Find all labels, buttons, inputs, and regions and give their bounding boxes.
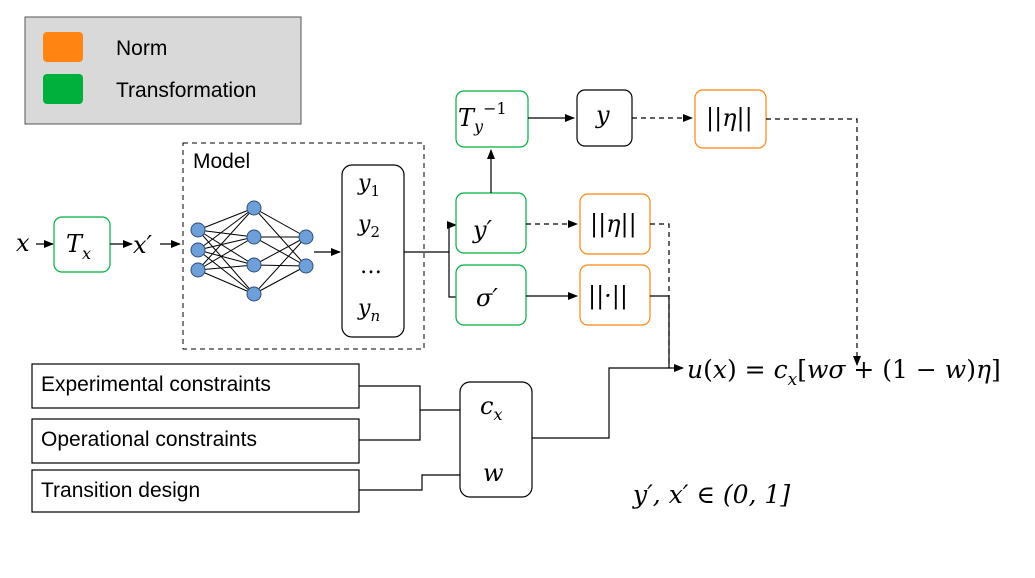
norm-dot-label: ||·||: [588, 282, 628, 311]
norm-eta-top-label: ||η||: [706, 104, 753, 133]
nn-neuron: [246, 200, 262, 216]
nn-neuron: [190, 222, 206, 238]
operational-constraints-box: [31, 418, 360, 464]
legend-transformation-label: Transformation: [116, 79, 256, 102]
constraints: Experimental constraints Operational con…: [31, 363, 360, 513]
w-label: w: [483, 459, 504, 487]
nn-edge: [197, 229, 255, 238]
operational-constraints-label: Operational constraints: [41, 428, 257, 451]
nn-edge: [197, 229, 255, 295]
sigma-prime-box: [455, 264, 527, 326]
nn-neuron: [190, 242, 206, 258]
nn-neuron: [190, 262, 206, 278]
x-prime-label: x′: [133, 231, 153, 259]
nn-edge: [197, 207, 255, 231]
nn-edge: [197, 229, 255, 266]
y-prime-label: y′: [472, 216, 493, 244]
nn-neuron: [298, 229, 314, 245]
transition-design-label: Transition design: [41, 479, 200, 502]
nn-edge: [197, 249, 255, 266]
legend: Norm Transformation: [24, 16, 302, 125]
nn-edge: [197, 264, 255, 271]
nn-edge: [197, 236, 255, 271]
nn-neuron: [246, 286, 262, 302]
nn-edge: [197, 249, 255, 295]
domain-note: y′, x′ ∈ (0, 1]: [632, 480, 790, 509]
transition-design-box: [31, 469, 360, 513]
legend-transformation-swatch: [43, 74, 83, 104]
input-x-label: x: [16, 229, 30, 257]
formula-connectors: [532, 118, 861, 439]
nn-neuron: [246, 257, 262, 273]
y-label: y: [595, 101, 610, 129]
formula: u(x) = cx[wσ + (1 − w)η]: [687, 355, 1001, 390]
norm-eta-mid-label: ||η||: [590, 210, 637, 239]
tx-label: Tx: [66, 230, 91, 263]
legend-norm-swatch: [43, 32, 83, 62]
nn-edge: [253, 265, 307, 295]
nn-edge: [253, 207, 307, 238]
experimental-constraints-label: Experimental constraints: [41, 373, 271, 396]
output-ellipsis: …: [360, 254, 382, 279]
nn-edge: [197, 207, 255, 271]
outputs-box: [341, 164, 405, 338]
model-box: Model y1 y2 … yn: [182, 142, 425, 350]
input-chain: x Tx x′: [16, 216, 181, 273]
norm-dot-box: [579, 264, 651, 326]
nn-edge: [253, 236, 307, 295]
nn-edge: [197, 269, 255, 295]
constraint-connectors: [359, 385, 479, 491]
legend-norm-label: Norm: [116, 37, 167, 60]
sigma-prime-label: σ′: [476, 284, 498, 312]
nn-neuron: [246, 229, 262, 245]
model-label: Model: [193, 150, 250, 173]
nn-edge: [253, 236, 307, 266]
neural-network-icon: [190, 200, 314, 302]
nn-edge: [197, 207, 255, 251]
weights-box: [459, 381, 533, 498]
nn-edge: [197, 236, 255, 251]
nn-neuron: [298, 258, 314, 274]
ty-inverse-box: [455, 90, 529, 148]
